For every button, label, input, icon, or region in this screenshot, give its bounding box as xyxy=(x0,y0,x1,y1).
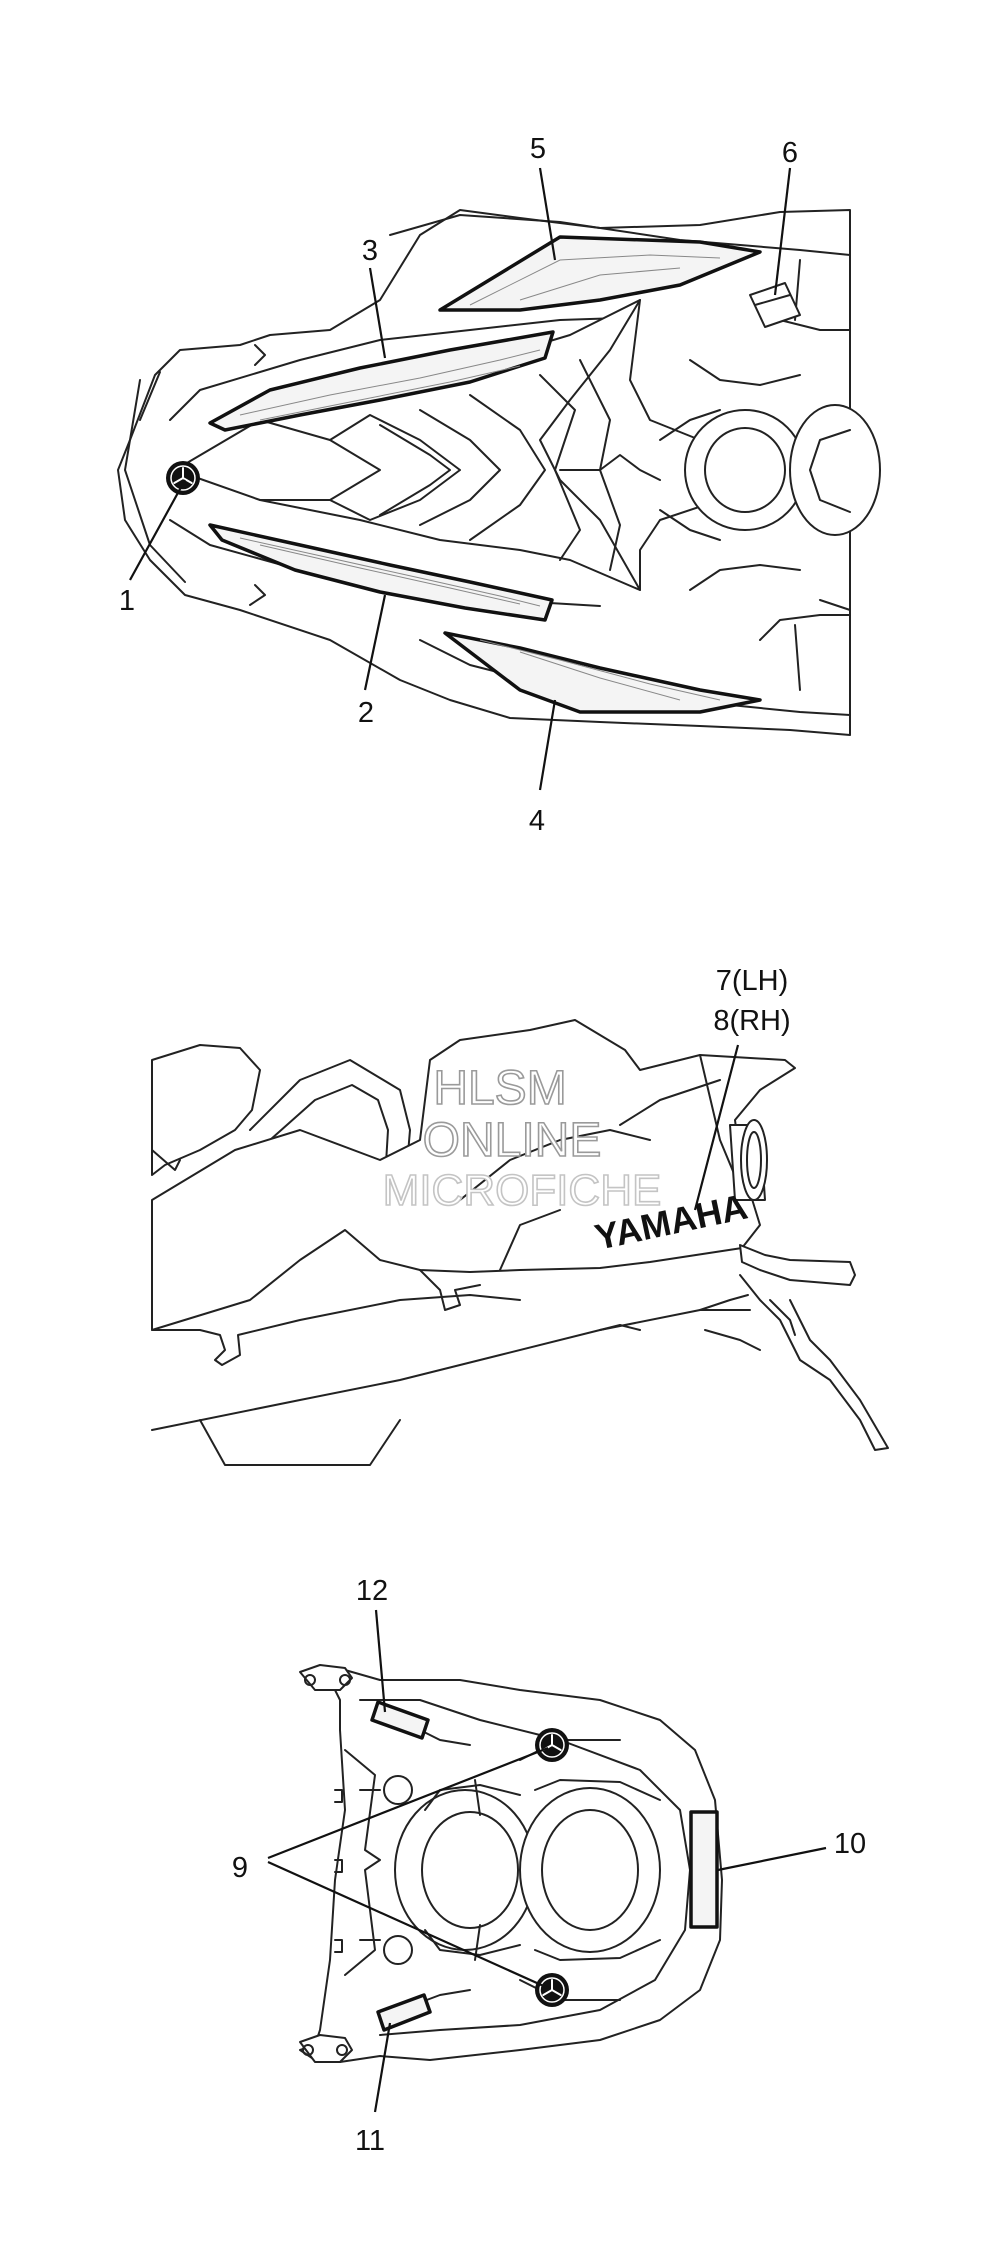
callout-10: 10 xyxy=(834,1828,866,1860)
callout-9: 9 xyxy=(232,1852,248,1884)
mount-ear-lower xyxy=(299,2034,353,2063)
watermark-line-3: MICROFICHE xyxy=(383,1166,662,1215)
emblem-1 xyxy=(165,460,201,496)
callout-3: 3 xyxy=(362,235,378,267)
emblem-9-lower xyxy=(534,1972,570,2008)
callout-8: 8(RH) xyxy=(713,1005,790,1037)
side-view-hull: HLSM ONLINE MICROFICHE YAMAHA 7(LH) 8(RH… xyxy=(151,965,889,1466)
emblem-9-upper xyxy=(534,1727,570,1763)
callout-1: 1 xyxy=(119,585,135,617)
mount-ear-upper xyxy=(299,1664,353,1691)
callout-6: 6 xyxy=(782,137,798,169)
callout-2: 2 xyxy=(358,697,374,729)
callout-5: 5 xyxy=(530,133,546,165)
watermark-line-2: ONLINE xyxy=(423,1114,602,1167)
callout-7: 7(LH) xyxy=(716,965,789,997)
decal-10 xyxy=(689,1810,719,1929)
decal-5 xyxy=(438,235,762,312)
watermark: HLSM ONLINE MICROFICHE xyxy=(382,1061,662,1216)
decal-11 xyxy=(376,1993,432,2032)
callout-11: 11 xyxy=(355,2125,385,2157)
callout-12: 12 xyxy=(356,1575,388,1607)
callout-4: 4 xyxy=(529,805,545,837)
rear-deck-view: 9 10 11 12 xyxy=(232,1575,866,2157)
decal-3 xyxy=(208,330,555,432)
label-6 xyxy=(749,282,801,328)
top-view-hull: 1 2 3 4 5 6 xyxy=(117,133,881,837)
watermark-line-1: HLSM xyxy=(433,1062,566,1115)
